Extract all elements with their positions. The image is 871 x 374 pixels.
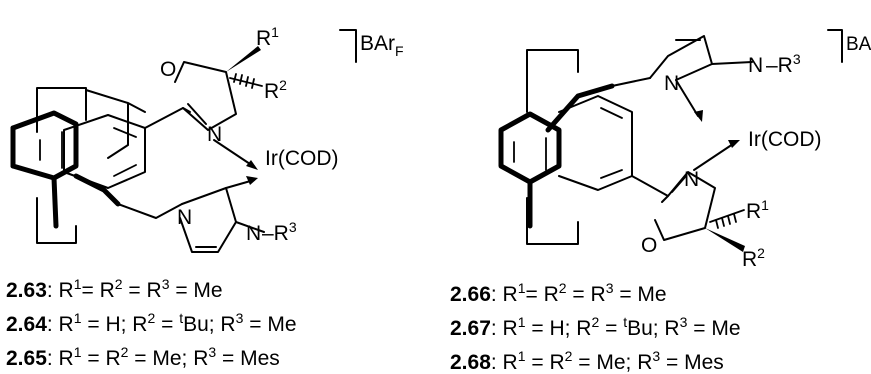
right-structure: N N Ir(COD) N O –R3 R1 R2 BArF [498, 29, 871, 271]
left-cyclophane [10, 87, 183, 244]
right-cyclophane [498, 49, 651, 245]
right-counterion: BArF [846, 34, 871, 59]
right-R2-label: R2 [742, 245, 765, 271]
right-oxazoline-N: N [684, 168, 699, 191]
left-imidazole-N2: N [246, 222, 261, 245]
right-imidazolylidene [649, 35, 753, 122]
right-oxazoline-O: O [641, 234, 657, 257]
left-R3-label: –R3 [262, 219, 297, 245]
left-oxazoline-N: N [207, 123, 222, 146]
left-imidazole-N1: N [177, 206, 192, 229]
right-caption-2: 2.67: R1 = H; R2 = tBu; R3 = Me [450, 314, 741, 340]
left-oxazoline [144, 46, 263, 170]
left-oxazoline-O: O [160, 58, 176, 81]
left-captions: 2.63: R1= R2 = R3 = Me 2.64: R1 = H; R2 =… [6, 276, 297, 370]
compound-number: 2.64 [6, 313, 47, 336]
compound-number: 2.65 [6, 347, 47, 370]
right-R1-label: R1 [746, 197, 769, 223]
compound-number: 2.67 [450, 317, 491, 340]
left-imidazolylidene [179, 176, 265, 253]
left-metal-label: Ir(COD) [265, 147, 338, 170]
left-charge-bracket [339, 29, 357, 63]
right-oxazoline [631, 140, 745, 252]
right-imidazole-N2: N [748, 54, 763, 77]
compound-number: 2.68 [450, 351, 491, 374]
left-R1-label: R1 [256, 24, 279, 50]
compound-number: 2.63 [6, 279, 47, 302]
right-R3-label: –R3 [766, 51, 801, 77]
left-caption-3: 2.65: R1 = R2 = Me; R3 = Mes [6, 344, 280, 370]
right-metal-label: Ir(COD) [748, 128, 821, 151]
right-captions: 2.66: R1= R2 = R3 = Me 2.67: R1 = H; R2 =… [450, 280, 741, 374]
left-caption-2: 2.64: R1 = H; R2 = tBu; R3 = Me [6, 310, 297, 336]
right-charge-bracket [827, 29, 843, 63]
left-caption-1: 2.63: R1= R2 = R3 = Me [6, 276, 223, 302]
right-imidazole-N1: N [664, 72, 679, 95]
right-caption-1: 2.66: R1= R2 = R3 = Me [450, 280, 667, 306]
right-caption-3: 2.68: R1 = R2 = Me; R3 = Mes [450, 348, 724, 374]
left-R2-label: R2 [264, 77, 287, 103]
compound-number: 2.66 [450, 283, 491, 306]
left-structure: O N N N Ir(COD) R1 R2 –R3 BArF [10, 24, 404, 253]
left-counterion: BArF [360, 32, 404, 59]
